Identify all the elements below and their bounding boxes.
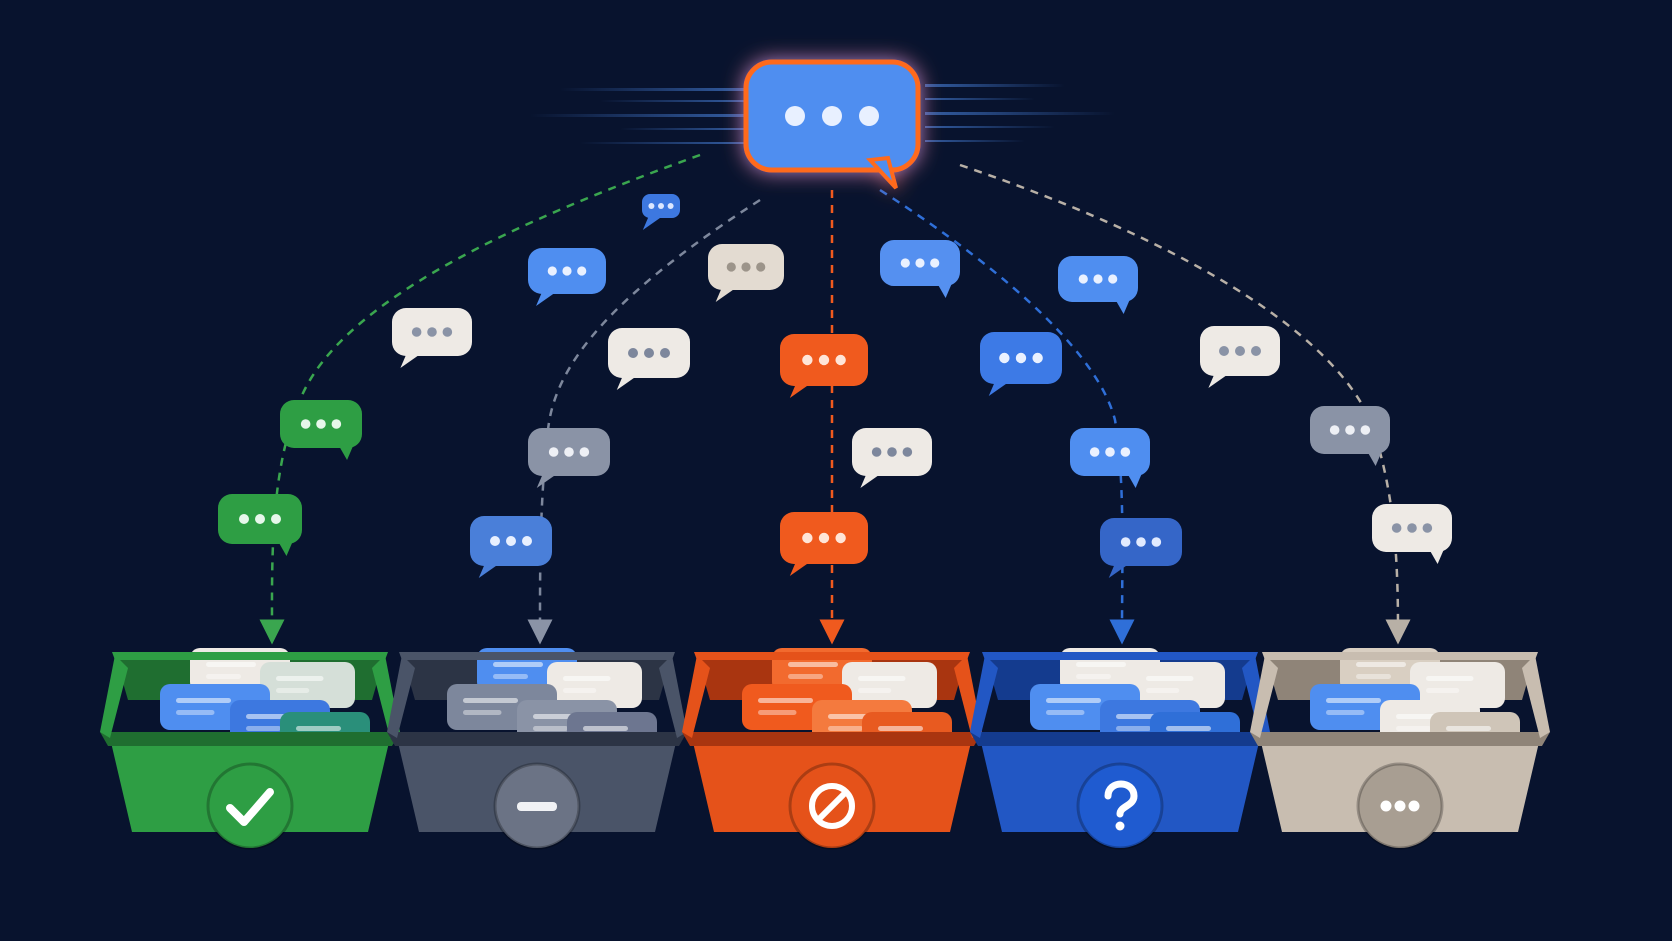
message-bubble [1100, 518, 1182, 578]
message-bubble [1200, 326, 1280, 388]
question-mark-icon [1076, 762, 1164, 850]
bin-accepted [100, 648, 400, 850]
minus-icon [493, 762, 581, 850]
message-bubble [218, 494, 302, 556]
message-bubble [780, 512, 868, 576]
message-bubble [1058, 256, 1138, 314]
category-bins [100, 648, 1550, 850]
message-bubble [528, 248, 606, 306]
path-accepted [259, 153, 701, 645]
bin-blocked [682, 648, 982, 850]
checkmark-icon [206, 762, 294, 850]
message-bubble [980, 332, 1062, 396]
message-card [260, 662, 355, 708]
message-bubble [780, 334, 868, 398]
message-card [1410, 662, 1505, 708]
motion-streaks [530, 84, 1115, 144]
message-bubble [392, 308, 472, 368]
message-bubble [528, 428, 610, 488]
path-pending [959, 163, 1411, 645]
message-card [547, 662, 642, 708]
prohibited-icon [788, 762, 876, 850]
message-bubble [1372, 504, 1452, 564]
message-bubble [642, 194, 680, 230]
bin-neutral [387, 648, 687, 850]
message-bubble [880, 240, 960, 298]
message-bubble [608, 328, 690, 390]
message-bubble [470, 516, 552, 578]
bin-unknown [970, 648, 1270, 850]
message-card [1130, 662, 1225, 708]
message-bubble [1310, 406, 1390, 466]
ellipsis-icon [1356, 762, 1444, 850]
message-bubble [852, 428, 932, 488]
falling-messages [218, 194, 1452, 578]
message-card [842, 662, 937, 708]
message-bubble [708, 244, 784, 302]
chat-bubble-dots-icon [785, 106, 879, 126]
bin-pending [1250, 648, 1550, 850]
message-bubble [280, 400, 362, 460]
message-bubble [1070, 428, 1150, 488]
